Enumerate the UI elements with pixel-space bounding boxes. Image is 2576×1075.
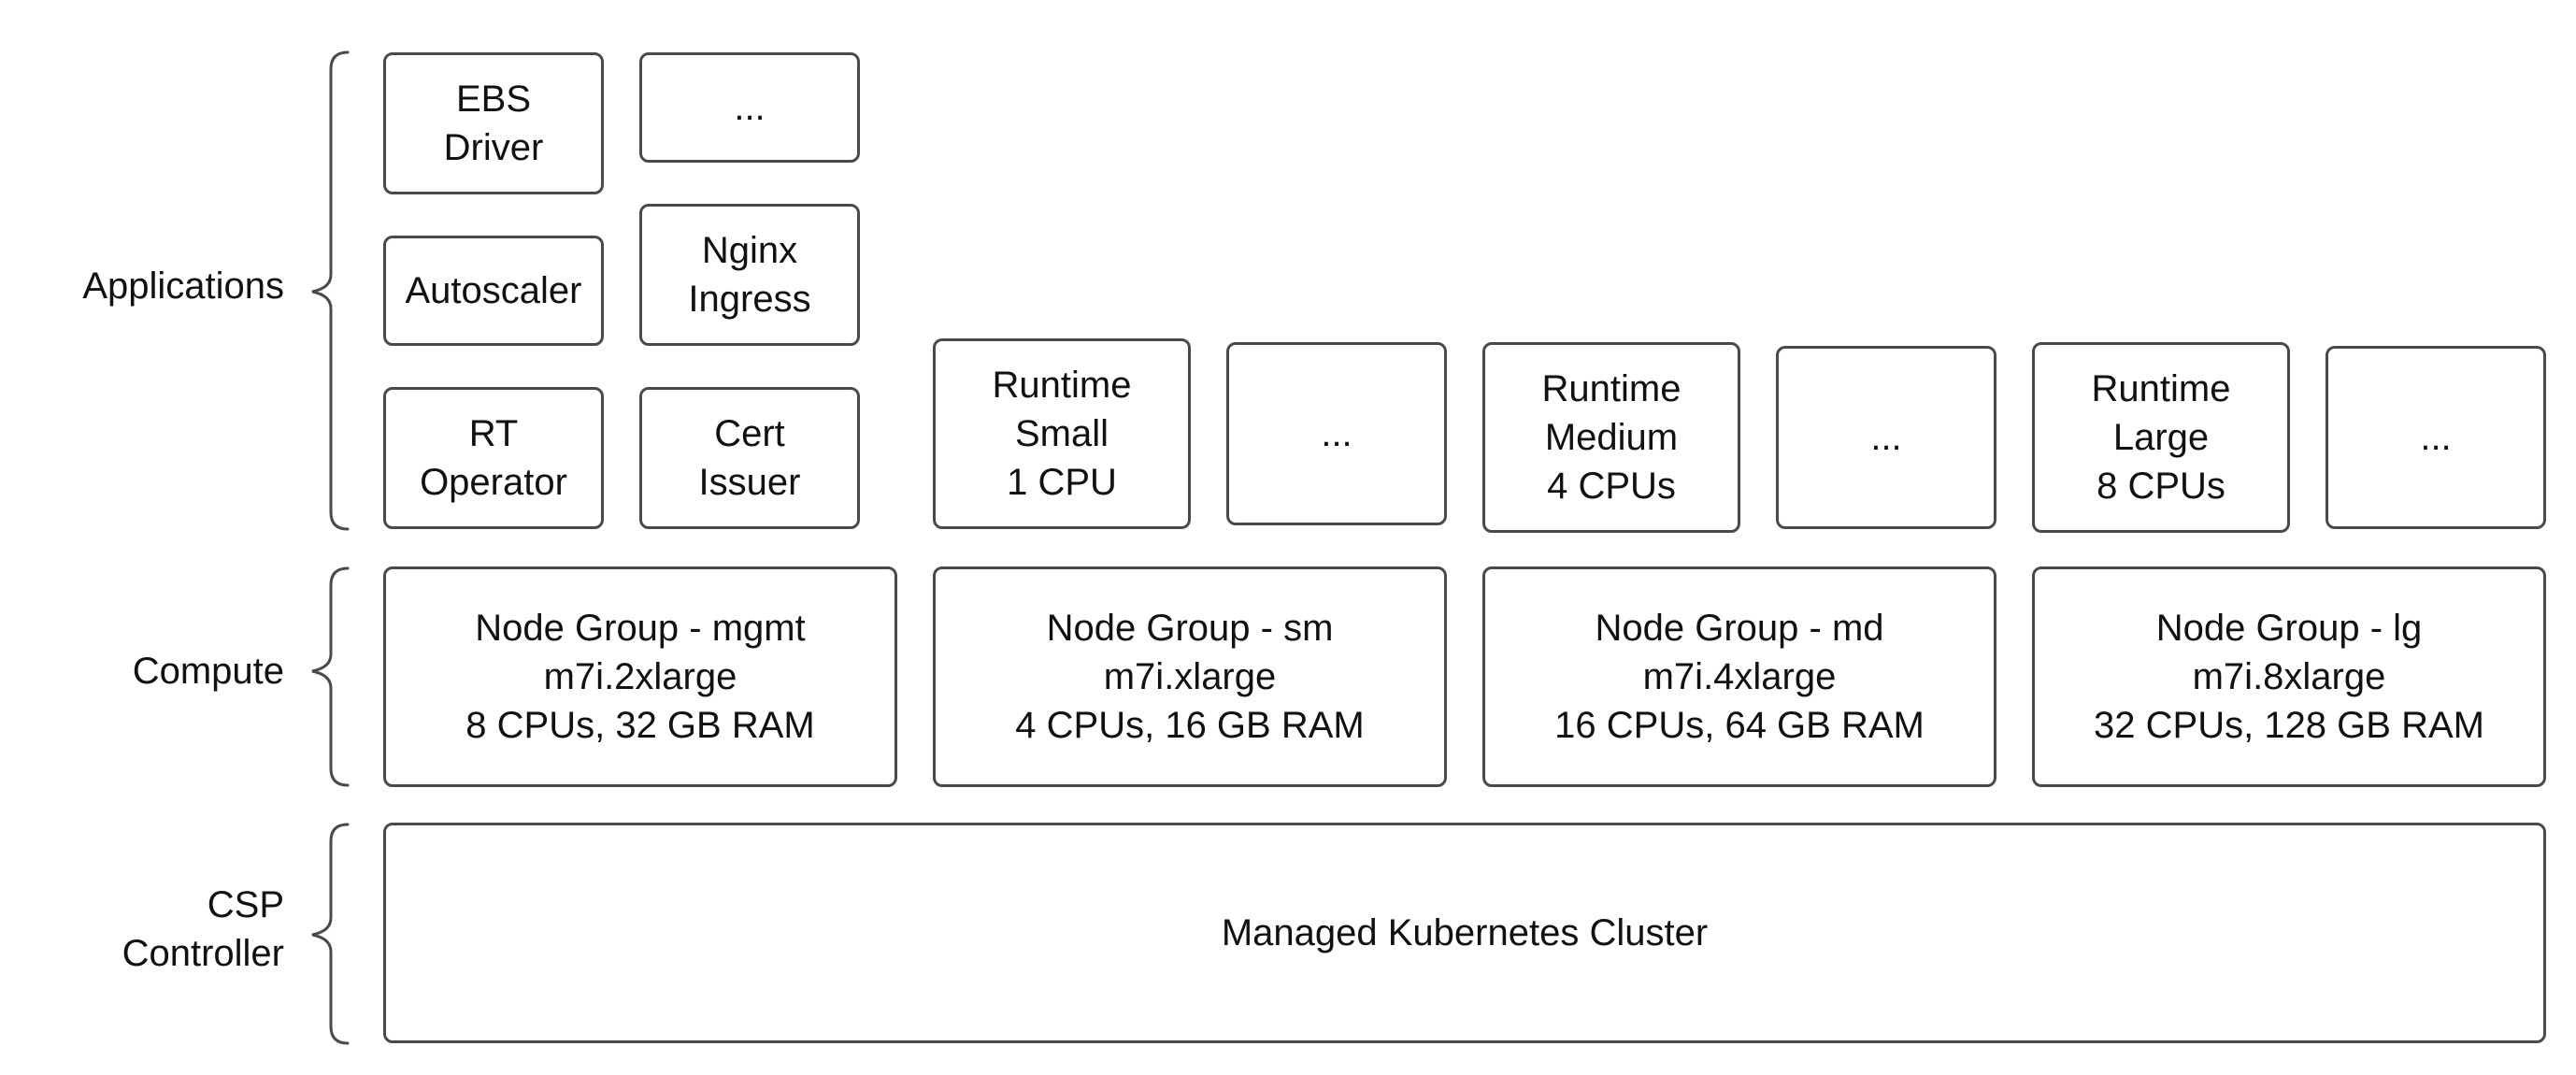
layer-label-compute: Compute: [133, 647, 284, 695]
node-group-sm-line-3: 4 CPUs, 16 GB RAM: [1015, 705, 1365, 746]
app-ellipsis-lg: ...: [2326, 346, 2546, 529]
app-cert-issuer-line-1: Cert: [714, 413, 785, 454]
managed-kubernetes-cluster: Managed Kubernetes Cluster: [383, 823, 2546, 1043]
app-ellipsis-top-line-1: ...: [734, 87, 766, 128]
node-group-mgmt-line-2: m7i.2xlarge: [543, 656, 737, 697]
node-group-lg: Node Group - lg m7i.8xlarge 32 CPUs, 128 G…: [2032, 566, 2546, 787]
app-ebs-driver-line-2: Driver: [443, 127, 544, 168]
app-ebs-driver-line-1: EBS: [455, 79, 532, 120]
node-group-sm-line-2: m7i.xlarge: [1103, 656, 1277, 697]
app-runtime-small-line-2: Small: [1014, 413, 1109, 454]
node-group-sm-line-1: Node Group - sm: [1046, 608, 1334, 649]
brace-csp: [311, 823, 350, 1045]
layer-label-applications-line-1: Applications: [82, 265, 284, 307]
node-group-mgmt: Node Group - mgmt m7i.2xlarge 8 CPUs, 32 G…: [383, 566, 897, 787]
brace-compute: [311, 566, 350, 787]
app-autoscaler-line-1: Autoscaler: [405, 270, 582, 311]
app-runtime-medium-line-2: Medium: [1544, 417, 1679, 458]
app-rt-operator-line-1: RT: [468, 413, 519, 454]
app-autoscaler: Autoscaler: [383, 236, 604, 346]
app-ellipsis-md-line-1: ...: [1870, 417, 1902, 458]
node-group-md-line-1: Node Group - md: [1595, 608, 1884, 649]
node-group-lg-line-2: m7i.8xlarge: [2192, 656, 2386, 697]
node-group-md-line-3: 16 CPUs, 64 GB RAM: [1554, 705, 1925, 746]
app-nginx-ingress-line-2: Ingress: [688, 279, 811, 320]
app-runtime-large-line-3: 8 CPUs: [2097, 466, 2225, 507]
node-group-md: Node Group - md m7i.4xlarge 16 CPUs, 64 GB…: [1482, 566, 1996, 787]
app-ellipsis-lg-line-1: ...: [2420, 417, 2452, 458]
layer-label-csp-controller-line-1: CSP: [207, 884, 284, 925]
managed-kubernetes-cluster-line-1: Managed Kubernetes Cluster: [1221, 912, 1709, 953]
app-runtime-large-line-1: Runtime: [2091, 368, 2231, 409]
layer-label-csp-controller-line-2: Controller: [122, 933, 284, 974]
app-ellipsis-sm-line-1: ...: [1321, 413, 1352, 454]
brace-applications: [311, 50, 350, 531]
node-group-mgmt-line-3: 8 CPUs, 32 GB RAM: [465, 705, 815, 746]
node-group-md-line-2: m7i.4xlarge: [1642, 656, 1837, 697]
layer-label-applications: Applications: [82, 262, 284, 310]
app-nginx-ingress-line-1: Nginx: [701, 230, 798, 271]
app-cert-issuer-line-2: Issuer: [698, 462, 801, 503]
app-runtime-small-line-3: 1 CPU: [1007, 462, 1117, 503]
app-runtime-medium-line-3: 4 CPUs: [1547, 466, 1676, 507]
app-rt-operator-line-2: Operator: [420, 462, 567, 503]
node-group-lg-line-3: 32 CPUs, 128 GB RAM: [2094, 705, 2484, 746]
app-runtime-small-line-1: Runtime: [992, 365, 1132, 406]
app-rt-operator: RT Operator: [383, 387, 604, 529]
app-ellipsis-sm: ...: [1226, 342, 1447, 525]
app-ellipsis-top: ...: [639, 52, 860, 163]
app-ellipsis-md: ...: [1776, 346, 1996, 529]
node-group-mgmt-line-1: Node Group - mgmt: [475, 608, 806, 649]
app-ebs-driver: EBS Driver: [383, 52, 604, 194]
layer-label-compute-line-1: Compute: [132, 651, 284, 692]
layer-label-csp-controller: CSP Controller: [122, 881, 284, 978]
node-group-lg-line-1: Node Group - lg: [2155, 608, 2423, 649]
app-runtime-medium-line-1: Runtime: [1541, 368, 1682, 409]
app-runtime-large-line-2: Large: [2112, 417, 2210, 458]
node-group-sm: Node Group - sm m7i.xlarge 4 CPUs, 16 GB R…: [933, 566, 1447, 787]
